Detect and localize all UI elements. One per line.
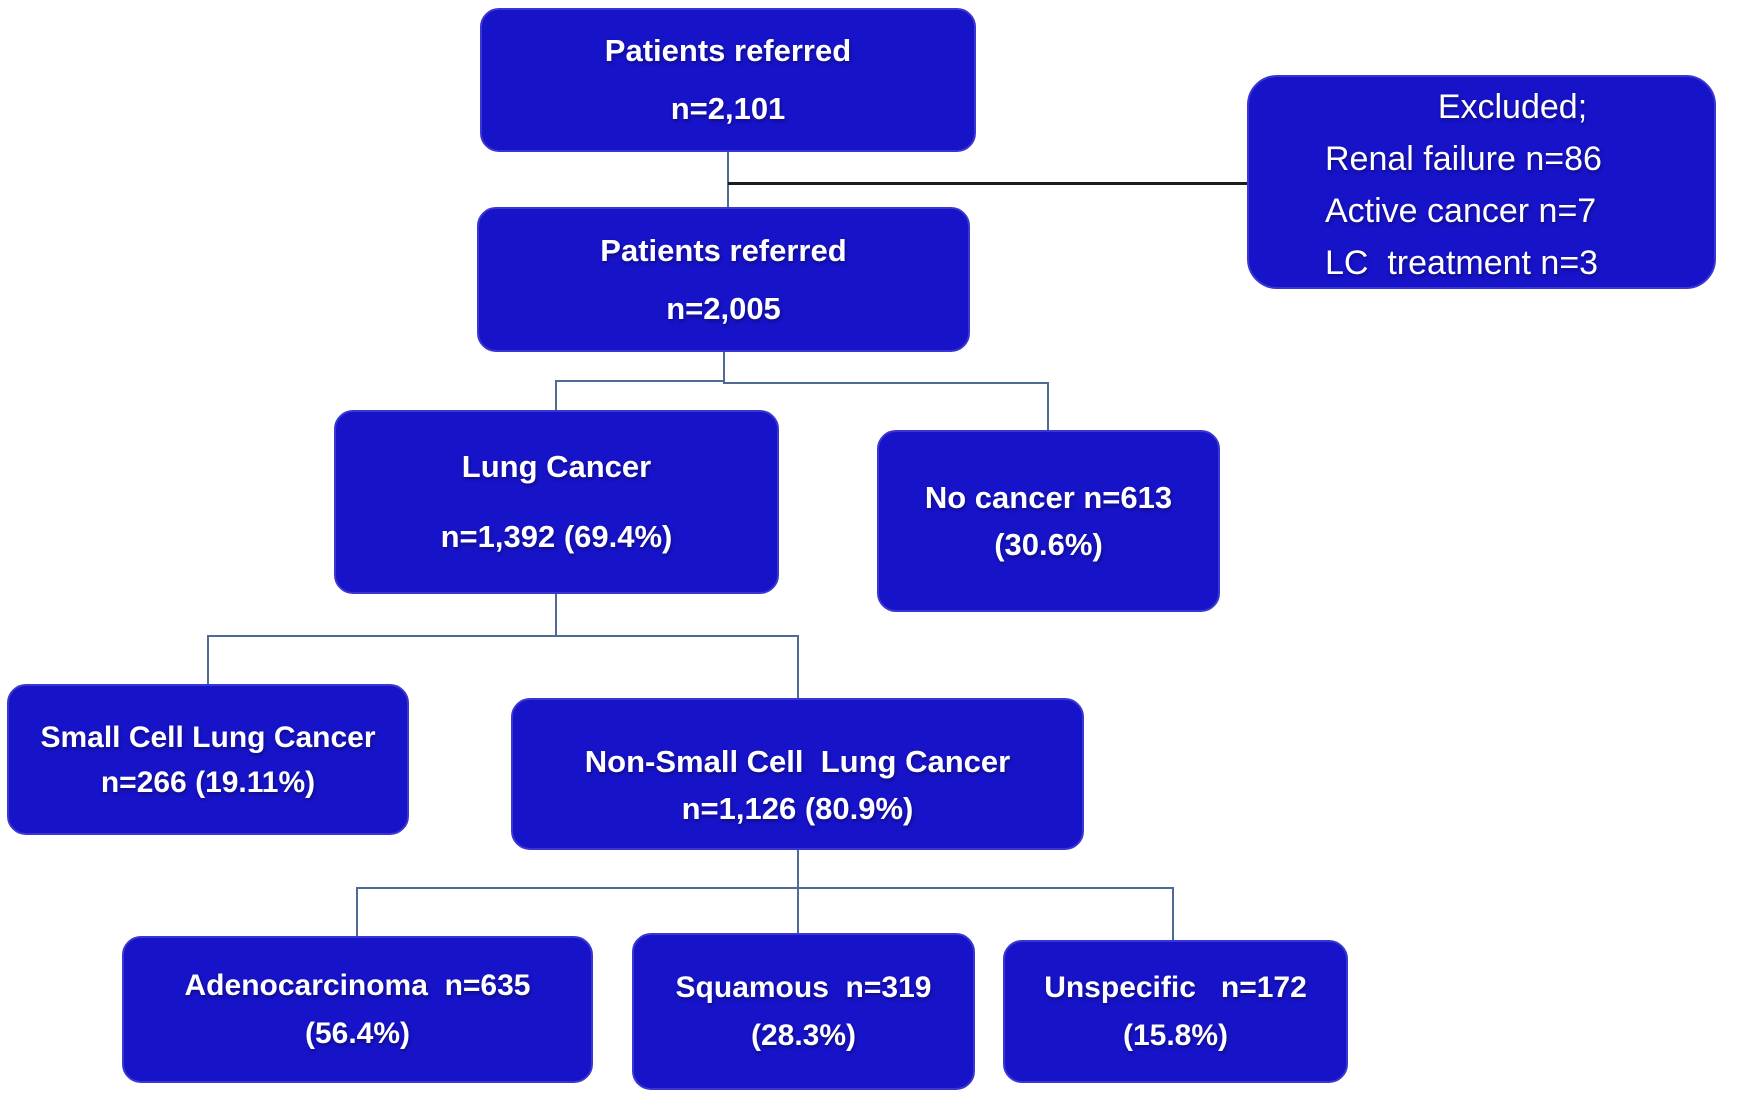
excluded-reason: LC treatment n=3 — [1325, 244, 1599, 282]
connector-to-sclc — [207, 635, 209, 685]
node-count: (56.4%) — [304, 1016, 411, 1050]
node-squamous: Squamous n=319 (28.3%) — [632, 933, 975, 1090]
node-count: n=2,101 — [670, 91, 786, 126]
node-count: n=266 (19.11%) — [100, 765, 316, 799]
node-non-small-cell-lung-cancer: Non-Small Cell Lung Cancer n=1,126 (80.9… — [511, 698, 1084, 850]
excluded-reason: Renal failure n=86 — [1325, 140, 1602, 178]
connector-to-unspecific — [1172, 887, 1174, 941]
connector-lung-cancer-down — [555, 594, 557, 637]
node-label: Lung Cancer — [461, 449, 652, 484]
node-count: n=1,126 (80.9%) — [681, 791, 914, 826]
node-label: Adenocarcinoma n=635 — [184, 968, 531, 1002]
node-count: (15.8%) — [1122, 1018, 1229, 1052]
connector-to-squamous — [797, 887, 799, 934]
connector-to-lung-cancer — [555, 380, 557, 411]
node-label: Excluded; — [1437, 88, 1588, 126]
node-lung-cancer: Lung Cancer n=1,392 (69.4%) — [334, 410, 779, 594]
node-no-cancer: No cancer n=613 (30.6%) — [877, 430, 1220, 612]
node-label: Patients referred — [604, 33, 852, 68]
node-small-cell-lung-cancer: Small Cell Lung Cancer n=266 (19.11%) — [7, 684, 409, 835]
connector-branch-left — [556, 380, 725, 382]
connector-included-down — [723, 352, 725, 383]
connector-branch-right — [723, 382, 1049, 384]
connector-referred-down — [727, 152, 729, 208]
node-label: No cancer n=613 — [924, 480, 1173, 515]
connector-nsclc-down — [797, 850, 799, 888]
node-label: Patients referred — [600, 232, 847, 268]
connector-to-no-cancer — [1047, 382, 1049, 431]
connector-to-nsclc — [797, 635, 799, 699]
node-patients-referred-initial: Patients referred n=2,101 — [480, 8, 976, 152]
node-excluded: Excluded; Renal failure n=86 Active canc… — [1247, 75, 1716, 289]
node-adenocarcinoma: Adenocarcinoma n=635 (56.4%) — [122, 936, 593, 1083]
node-label: Squamous n=319 — [675, 970, 932, 1004]
node-label: Non-Small Cell Lung Cancer — [584, 744, 1011, 779]
node-patients-referred-included: Patients referred n=2,005 — [477, 207, 970, 352]
connector-branch-sclc-nsclc — [208, 635, 799, 637]
excluded-reason: Active cancer n=7 — [1325, 192, 1597, 230]
node-count: (28.3%) — [750, 1018, 857, 1052]
node-count: (30.6%) — [994, 527, 1103, 562]
connector-to-excluded — [728, 182, 1248, 185]
node-unspecific: Unspecific n=172 (15.8%) — [1003, 940, 1348, 1083]
node-label: Small Cell Lung Cancer — [40, 720, 376, 754]
node-label: Unspecific n=172 — [1044, 970, 1307, 1004]
connector-to-adenocarcinoma — [356, 887, 358, 937]
node-count: n=2,005 — [666, 290, 781, 326]
node-count: n=1,392 (69.4%) — [440, 519, 673, 554]
connector-branch-histology — [357, 887, 1174, 889]
